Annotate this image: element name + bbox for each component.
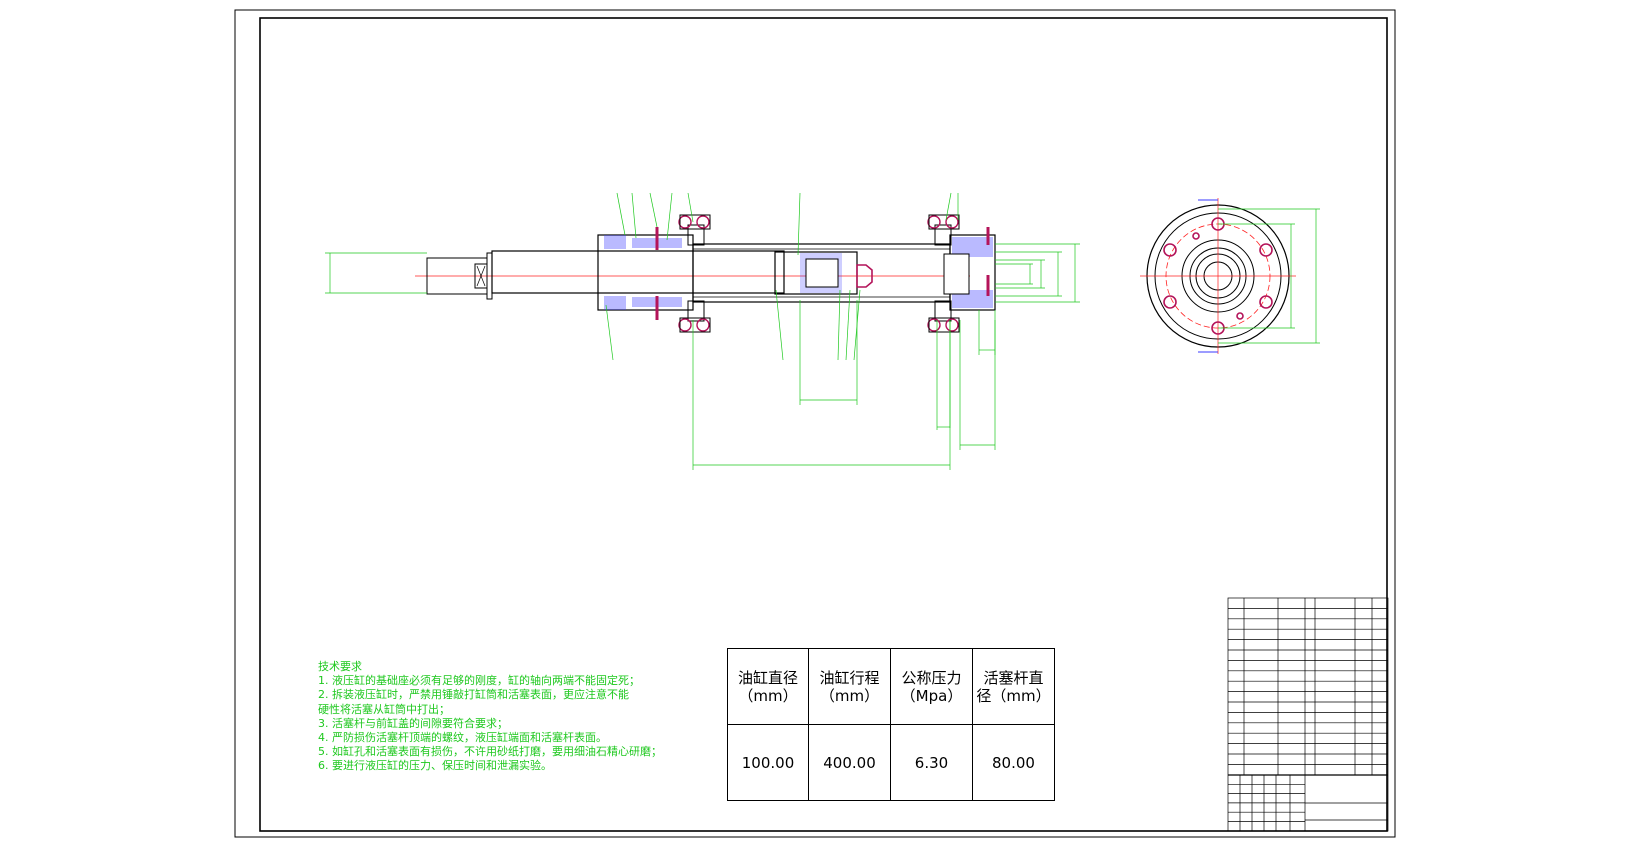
inner-frame	[259, 17, 1388, 832]
outer-frame	[234, 9, 1396, 838]
requirement-item: 4. 严防损伤活塞杆顶端的螺纹，液压缸端面和活塞杆表面。	[318, 731, 607, 745]
spec-header-unit: （mm）	[738, 686, 798, 705]
requirement-item: 5. 如缸孔和活塞表面有损伤，不许用砂纸打磨，要用细油石精心研磨；	[318, 745, 662, 759]
spec-header-label: 油缸行程	[819, 668, 880, 687]
cylinder-section-view	[325, 192, 1080, 470]
cylinder-end-view	[1140, 198, 1320, 354]
technical-requirements: 技术要求 1. 液压缸的基础座必须有足够的刚度，缸的轴向两端不能固定死； 2. …	[318, 660, 662, 774]
spec-table: 油缸直径 （mm） 油缸行程 （mm） 公称压力 （Mpa） 活塞杆直 径（mm…	[727, 648, 1055, 801]
requirement-item: 6. 要进行液压缸的压力、保压时间和泄漏实验。	[318, 759, 552, 773]
spec-header-bore: 油缸直径 （mm）	[727, 648, 809, 725]
spec-value-rod-diameter: 80.00	[972, 724, 1055, 801]
spec-header-unit: （Mpa）	[900, 686, 963, 705]
requirement-item: 1. 液压缸的基础座必须有足够的刚度，缸的轴向两端不能固定死；	[318, 674, 640, 688]
spec-header-label: 活塞杆直	[983, 668, 1044, 687]
requirement-item: 3. 活塞杆与前缸盖的间隙要符合要求；	[318, 716, 508, 730]
bill-of-materials	[1227, 597, 1389, 832]
spec-header-stroke: 油缸行程 （mm）	[808, 648, 891, 725]
requirement-item: 硬性将活塞从缸筒中打出；	[318, 702, 450, 716]
requirement-item: 2. 拆装液压缸时，严禁用锤敲打缸筒和活塞表面，更应注意不能	[318, 688, 629, 702]
technical-requirements-heading: 技术要求	[318, 660, 362, 673]
spec-header-unit: （mm）	[819, 686, 880, 705]
spec-header-label: 油缸直径	[737, 668, 798, 687]
spec-value-pressure: 6.30	[890, 724, 973, 801]
spec-header-pressure: 公称压力 （Mpa）	[890, 648, 973, 725]
spec-value-bore: 100.00	[727, 724, 809, 801]
spec-header-label: 公称压力	[901, 668, 962, 687]
spec-header-rod-diameter: 活塞杆直 径（mm）	[972, 648, 1055, 725]
spec-value-stroke: 400.00	[808, 724, 891, 801]
spec-header-unit: 径（mm）	[976, 686, 1051, 705]
